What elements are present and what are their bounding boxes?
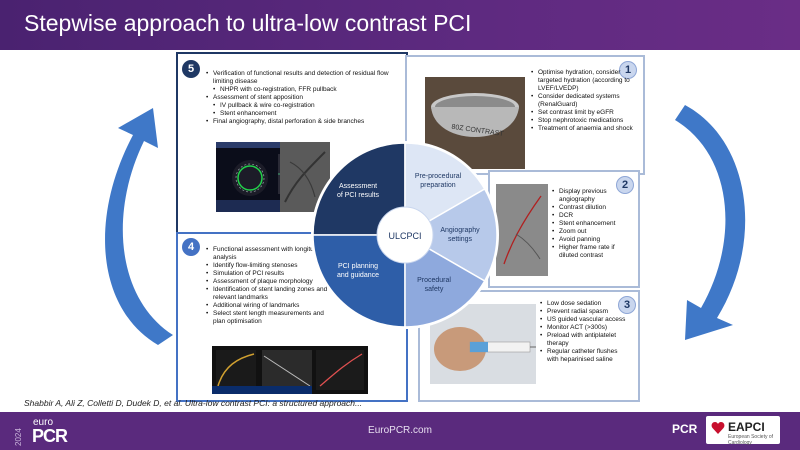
- eapci-label: EAPCI: [728, 420, 765, 434]
- eapci-sub-label: European Society of Cardiology: [728, 434, 774, 446]
- step-2-list: Display previous angiography Contrast di…: [552, 188, 634, 260]
- slide-footer: 2024 euro PCR EuroPCR.com PCR EAPCI Euro…: [0, 412, 800, 450]
- segment-angiography: [403, 187, 498, 283]
- step-5-item: IV pullback & wire co-registration: [206, 102, 402, 110]
- step-4-item: Functional assessment with longitudinal …: [206, 246, 336, 262]
- cycle-arrow-right: [675, 105, 746, 340]
- wheel-center-label: ULCPCI: [388, 231, 421, 241]
- step-5-item: Stent enhancement: [206, 110, 402, 118]
- step-4-list: Functional assessment with longitudinal …: [206, 246, 336, 326]
- step-5-item: Final angiography, distal perforation & …: [206, 118, 402, 126]
- step-4-item: Simulation of PCI results: [206, 270, 336, 278]
- step-4-badge: 4: [182, 238, 200, 256]
- step-4-item: Select stent length measurements and pla…: [206, 310, 336, 326]
- step-3-list: Low dose sedation Prevent radial spasm U…: [540, 300, 630, 364]
- step-1-item: Stop nephrotoxic medications: [531, 117, 635, 125]
- brand-euro: euro: [33, 417, 54, 428]
- step-5-item: NHPR with co-registration, FFR pullback: [206, 86, 402, 94]
- step-5-item: Assessment of stent apposition: [206, 94, 402, 102]
- step-3-item: Monitor ACT (>300s): [540, 324, 630, 332]
- step-4-item: Assessment of plaque morphology: [206, 278, 336, 286]
- step-2-item: Display previous angiography: [552, 188, 634, 204]
- step-4-item: Additional wiring of landmarks: [206, 302, 336, 310]
- europcr-logo: PCR: [32, 426, 68, 446]
- step-3-item: Regular catheter flushes with heparinise…: [540, 348, 630, 364]
- step-1-contrast-bowl-image: 80Z CONTRAST: [425, 77, 525, 169]
- segment-procedural: [404, 233, 486, 328]
- step-3-item: Prevent radial spasm: [540, 308, 630, 316]
- step-2-item: Avoid panning: [552, 236, 634, 244]
- footer-url[interactable]: EuroPCR.com: [368, 425, 432, 436]
- step-5-panel: 5 Verification of functional results and…: [176, 52, 408, 242]
- step-4-planning-image: [212, 346, 368, 394]
- step-2-item: Higher frame rate if diluted contrast: [552, 244, 634, 260]
- step-1-item: Optimise hydration, consider targeted hy…: [531, 69, 635, 93]
- step-1-list: Optimise hydration, consider targeted hy…: [531, 69, 635, 133]
- step-3-item: US guided vascular access: [540, 316, 630, 324]
- step-2-item: DCR: [552, 212, 634, 220]
- step-1-item: Set contrast limit by eGFR: [531, 109, 635, 117]
- step-3-item: Low dose sedation: [540, 300, 630, 308]
- step-2-panel: 2 Display previous angiography Contrast …: [488, 170, 640, 288]
- segment-planning: [312, 234, 406, 328]
- step-3-syringe-image: [430, 304, 536, 384]
- slide-title: Stepwise approach to ultra-low contrast …: [24, 10, 472, 36]
- step-5-item: Verification of functional results and d…: [206, 70, 402, 86]
- step-2-item: Stent enhancement: [552, 220, 634, 228]
- step-2-angiogram-image: [496, 184, 548, 276]
- segment-pre-procedural: [404, 142, 486, 237]
- segment-assessment: [312, 142, 406, 236]
- pcr-logo: PCR: [672, 422, 698, 436]
- step-4-item: Identify flow-limiting stenoses: [206, 262, 336, 270]
- step-1-item: Consider dedicated systems (RenalGuard): [531, 93, 635, 109]
- slide-header: Stepwise approach to ultra-low contrast …: [0, 0, 800, 50]
- step-5-badge: 5: [182, 60, 200, 78]
- heart-icon: [711, 422, 725, 434]
- eapci-logo: EAPCI European Society of Cardiology: [706, 416, 780, 446]
- step-5-list: Verification of functional results and d…: [206, 70, 402, 126]
- citation: Shabbir A, Ali Z, Colletti D, Dudek D, e…: [24, 398, 363, 408]
- step-2-item: Contrast dilution: [552, 204, 634, 212]
- step-2-item: Zoom out: [552, 228, 634, 236]
- step-3-item: Preload with antiplatelet therapy: [540, 332, 630, 348]
- cycle-arrow-left: [105, 108, 173, 345]
- step-4-item: Identification of stent landing zones an…: [206, 286, 336, 302]
- step-1-item: Treatment of anaemia and shock: [531, 125, 635, 133]
